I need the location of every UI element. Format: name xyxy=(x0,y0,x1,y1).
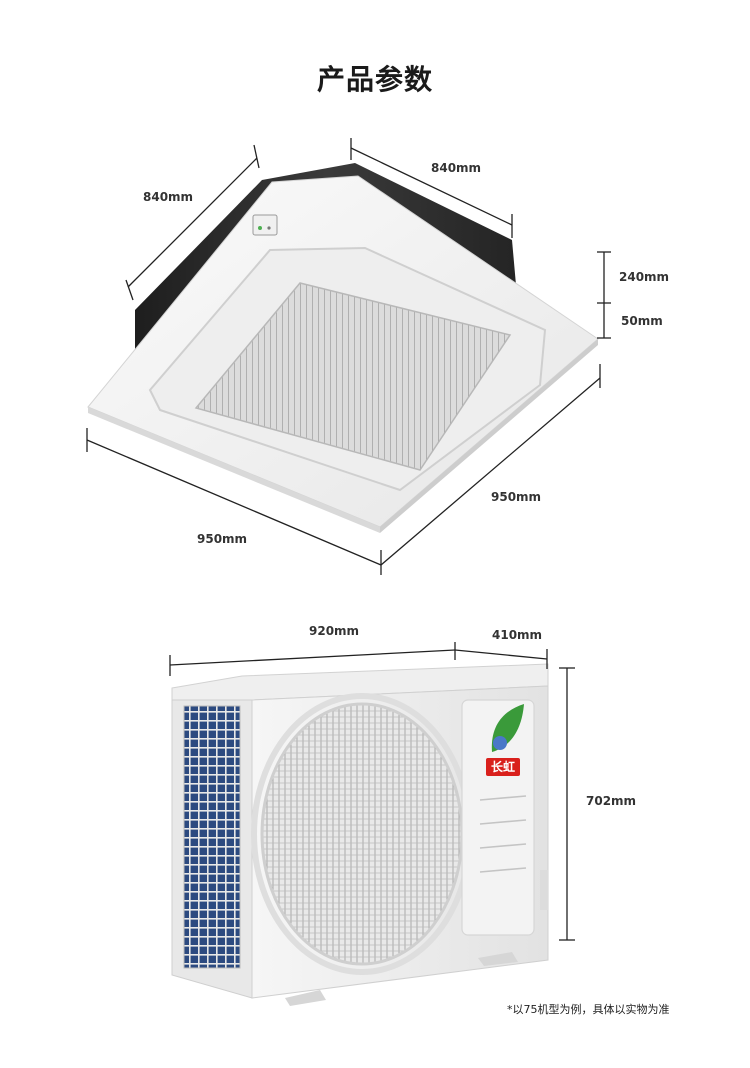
indoor-dimension-lines xyxy=(86,138,611,575)
footnote: *以75机型为例，具体以实物为准 xyxy=(507,1003,670,1016)
indoor-unit xyxy=(87,163,599,533)
dim-outdoor-width: 920mm xyxy=(309,624,360,638)
outdoor-fan-guard xyxy=(260,702,464,966)
dim-indoor-panel-left: 950mm xyxy=(197,532,248,546)
indoor-panel-edge xyxy=(88,407,380,533)
dim-indoor-width: 840mm xyxy=(431,161,482,175)
brand-logo xyxy=(486,704,524,776)
indoor-grille xyxy=(194,282,512,471)
outdoor-unit xyxy=(171,663,549,1006)
dim-outdoor-depth: 410mm xyxy=(492,628,543,642)
page-title: 产品参数 xyxy=(316,63,433,96)
dim-indoor-depth: 840mm xyxy=(143,190,194,204)
brand-name: 长虹 xyxy=(490,760,515,774)
dim-indoor-panel-height: 50mm xyxy=(621,314,663,328)
outdoor-foot-left xyxy=(285,990,326,1006)
dim-outdoor-height: 702mm xyxy=(586,794,637,808)
dim-indoor-panel-right: 950mm xyxy=(491,490,542,504)
outdoor-coil xyxy=(183,705,241,969)
indoor-display xyxy=(252,214,278,236)
dim-indoor-body-height: 240mm xyxy=(619,270,670,284)
outdoor-foot-right xyxy=(478,952,518,966)
outdoor-dimension-lines xyxy=(169,642,575,941)
outdoor-vents xyxy=(479,795,527,873)
